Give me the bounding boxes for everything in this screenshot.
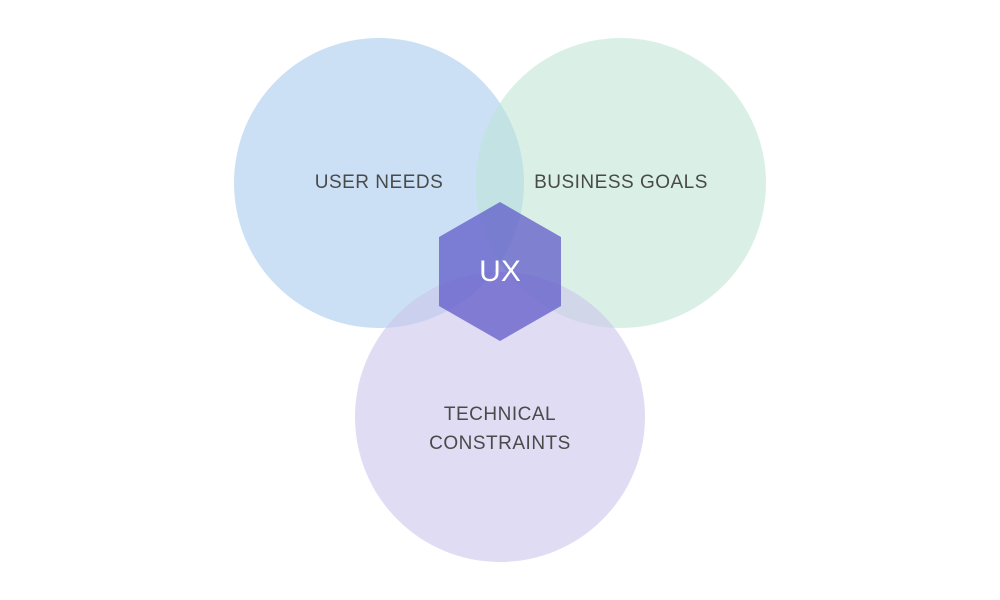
technical-constraints-label-line-2: CONSTRAINTS: [429, 433, 571, 454]
ux-hexagon: [439, 202, 561, 341]
ux-label: UX: [479, 255, 521, 288]
technical-constraints-circle: [355, 272, 645, 562]
user-needs-label: USER NEEDS: [315, 172, 444, 193]
technical-constraints-label-line-1: TECHNICAL: [444, 404, 556, 425]
business-goals-label: BUSINESS GOALS: [534, 172, 708, 193]
